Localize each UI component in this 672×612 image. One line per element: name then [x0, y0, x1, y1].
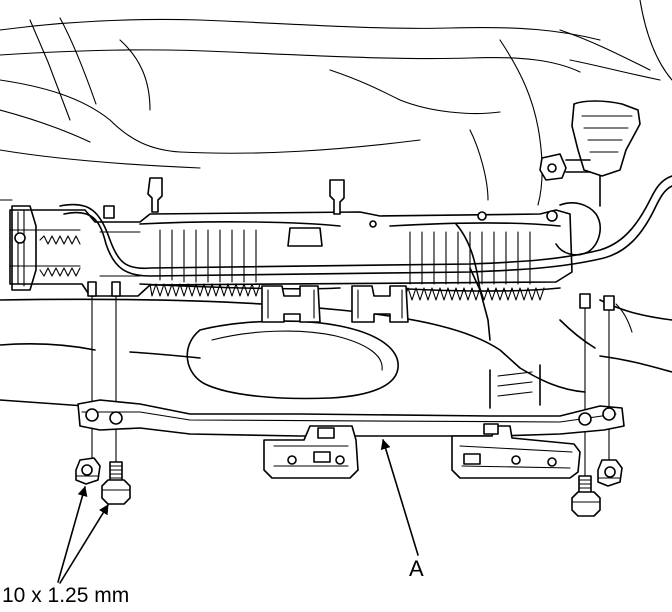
left-flange-bolt — [101, 461, 131, 505]
crossmember-panel — [0, 298, 672, 409]
fastener-leader-arrows — [57, 486, 109, 584]
left-flange-nut — [75, 457, 101, 485]
right-flange-nut — [597, 459, 623, 487]
right-flange-bolt — [571, 475, 601, 517]
fastener-spec-label: 10 x 1.25 mm — [2, 584, 130, 607]
body-panel-outlines — [0, 0, 672, 206]
steering-rack — [9, 100, 672, 341]
stiffener-plate — [77, 399, 625, 479]
part-a-label: A — [409, 556, 424, 581]
part-a-leader-arrow — [380, 439, 419, 556]
alignment-lines — [91, 295, 610, 477]
